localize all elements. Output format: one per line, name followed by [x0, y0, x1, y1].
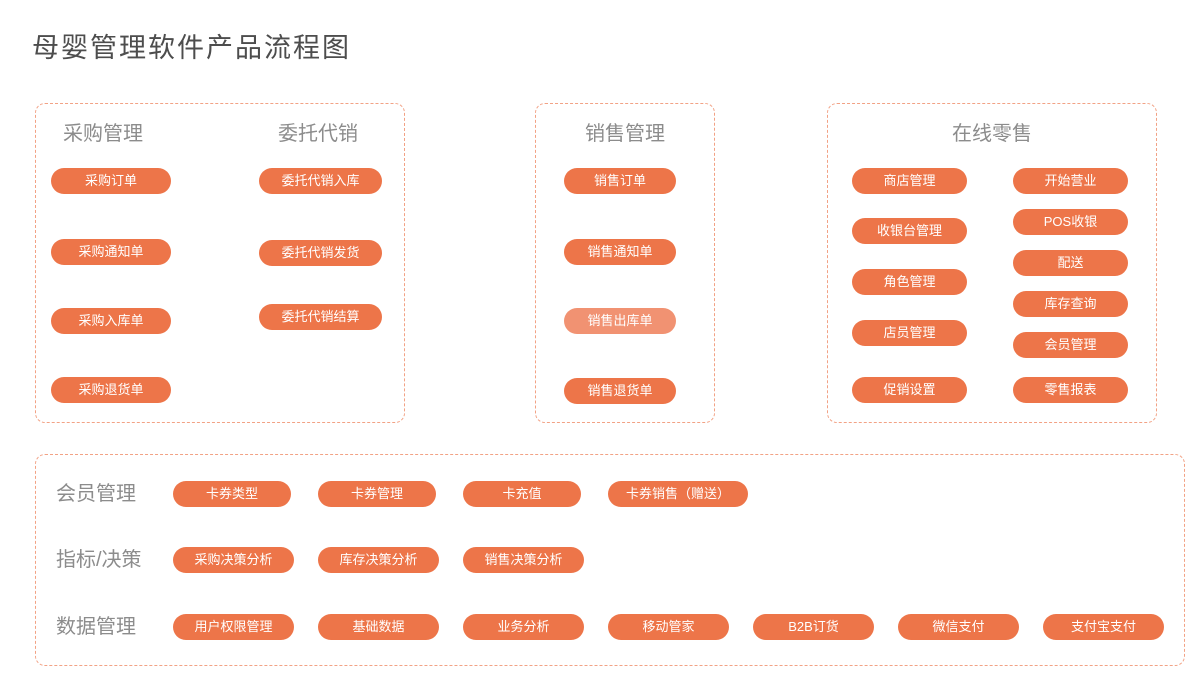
flow-node: 库存查询	[1013, 291, 1128, 317]
flow-node: 移动管家	[608, 614, 729, 640]
flow-node: 业务分析	[463, 614, 584, 640]
section-box-sales: 销售管理 销售订单 销售通知单 销售出库单 销售退货单	[535, 103, 715, 423]
flow-node: 开始营业	[1013, 168, 1128, 194]
flow-node: 用户权限管理	[173, 614, 294, 640]
flow-node: 库存决策分析	[318, 547, 439, 573]
flow-node: 角色管理	[852, 269, 967, 295]
flow-node: 委托代销入库	[259, 168, 382, 194]
flow-node: 销售决策分析	[463, 547, 584, 573]
flow-node: 卡券管理	[318, 481, 436, 507]
flow-node: 委托代销结算	[259, 304, 382, 330]
row-label-decision: 指标/决策	[56, 549, 142, 571]
flow-node: 销售订单	[564, 168, 676, 194]
section-box-online-retail: 在线零售 商店管理 收银台管理 角色管理 店员管理 促销设置 开始营业 POS收…	[827, 103, 1157, 423]
flow-node: 配送	[1013, 250, 1128, 276]
row-label-data-management: 数据管理	[56, 616, 136, 638]
flow-node: 店员管理	[852, 320, 967, 346]
section-heading-sales: 销售管理	[585, 123, 665, 145]
flow-node: 基础数据	[318, 614, 439, 640]
section-box-bottom: 会员管理 卡券类型 卡券管理 卡充值 卡券销售（赠送） 指标/决策 采购决策分析…	[35, 454, 1185, 666]
section-heading-purchase: 采购管理	[63, 123, 143, 145]
flow-node: 采购订单	[51, 168, 171, 194]
section-heading-consignment: 委托代销	[278, 123, 358, 145]
flow-node: 微信支付	[898, 614, 1019, 640]
section-heading-online-retail: 在线零售	[952, 123, 1032, 145]
flow-node: 采购通知单	[51, 239, 171, 265]
flow-node: POS收银	[1013, 209, 1128, 235]
flow-node: 采购入库单	[51, 308, 171, 334]
flow-node: 商店管理	[852, 168, 967, 194]
flow-node: 卡充值	[463, 481, 581, 507]
flow-node: 采购退货单	[51, 377, 171, 403]
page-title: 母婴管理软件产品流程图	[32, 33, 351, 63]
flow-node: 销售通知单	[564, 239, 676, 265]
flow-node: 采购决策分析	[173, 547, 294, 573]
flow-node: 卡券销售（赠送）	[608, 481, 748, 507]
flow-node: 支付宝支付	[1043, 614, 1164, 640]
flow-node: 收银台管理	[852, 218, 967, 244]
section-box-purchase: 采购管理 委托代销 采购订单 采购通知单 采购入库单 采购退货单 委托代销入库 …	[35, 103, 405, 423]
flow-node: 销售退货单	[564, 378, 676, 404]
flow-node: 促销设置	[852, 377, 967, 403]
flow-node: 会员管理	[1013, 332, 1128, 358]
flow-node: 委托代销发货	[259, 240, 382, 266]
row-label-membership: 会员管理	[56, 483, 136, 505]
flow-node: 卡券类型	[173, 481, 291, 507]
flow-node: B2B订货	[753, 614, 874, 640]
flow-node: 销售出库单	[564, 308, 676, 334]
flow-node: 零售报表	[1013, 377, 1128, 403]
